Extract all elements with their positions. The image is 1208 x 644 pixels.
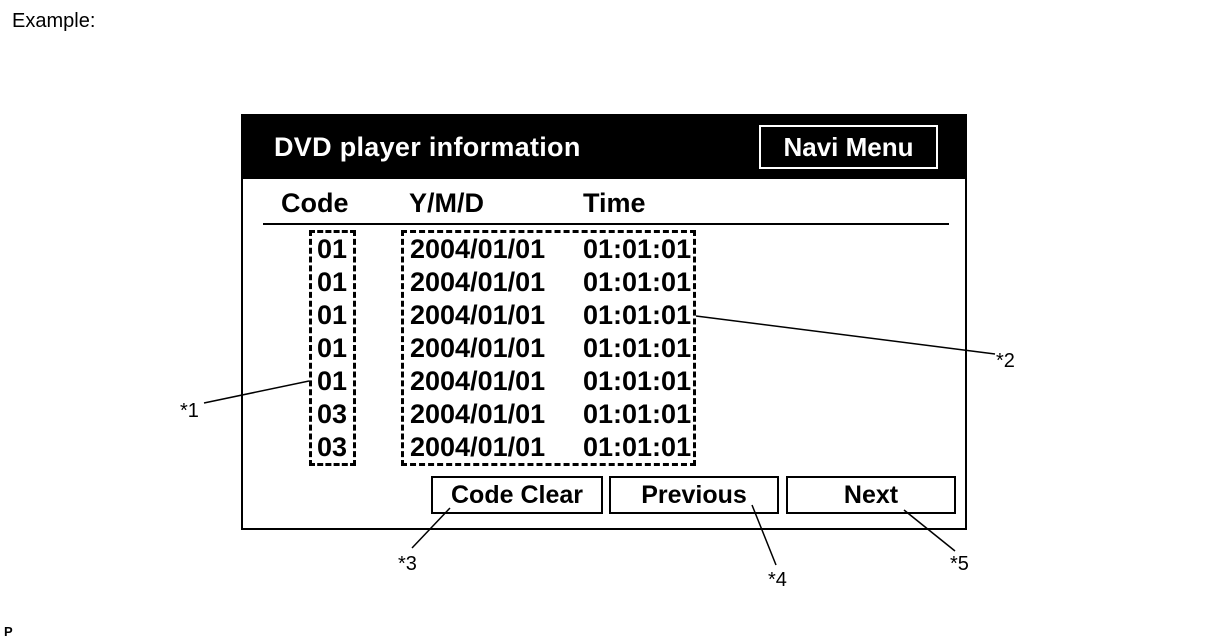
row-date: 2004/01/01 [410, 300, 546, 330]
row-date: 2004/01/01 [410, 432, 546, 462]
callout-2: *2 [996, 350, 1015, 372]
row-date: 2004/01/01 [410, 366, 546, 396]
code-clear-button[interactable]: Code Clear [431, 476, 603, 514]
row-code: 01 [317, 300, 348, 330]
screen-title: DVD player information [274, 132, 581, 162]
title-bar: DVD player information Navi Menu [243, 116, 965, 179]
row-time: 01:01:01 [583, 234, 692, 264]
header-time: Time [583, 188, 646, 218]
row-date: 2004/01/01 [410, 234, 546, 264]
header-divider [263, 223, 949, 225]
row-code: 01 [317, 267, 348, 297]
row-code: 01 [317, 366, 348, 396]
callout-1: *1 [180, 400, 199, 422]
next-button[interactable]: Next [786, 476, 956, 514]
row-code: 03 [317, 432, 348, 462]
row-code: 01 [317, 234, 348, 264]
callout-4: *4 [768, 569, 787, 591]
row-date: 2004/01/01 [410, 333, 546, 363]
row-code: 03 [317, 399, 348, 429]
header-code: Code [281, 188, 349, 218]
dvd-info-screen: DVD player information Navi Menu Code Y/… [241, 114, 967, 530]
corner-mark: P [4, 624, 13, 639]
datetime-highlight-box [401, 230, 696, 466]
row-time: 01:01:01 [583, 333, 692, 363]
row-time: 01:01:01 [583, 300, 692, 330]
row-code: 01 [317, 333, 348, 363]
caption: Example: [12, 10, 96, 32]
callout-5: *5 [950, 553, 969, 575]
code-highlight-box [309, 230, 356, 466]
previous-button[interactable]: Previous [609, 476, 779, 514]
row-date: 2004/01/01 [410, 267, 546, 297]
row-time: 01:01:01 [583, 267, 692, 297]
row-date: 2004/01/01 [410, 399, 546, 429]
callout-3: *3 [398, 553, 417, 575]
row-time: 01:01:01 [583, 399, 692, 429]
row-time: 01:01:01 [583, 432, 692, 462]
row-time: 01:01:01 [583, 366, 692, 396]
header-date: Y/M/D [409, 188, 485, 218]
navi-menu-button[interactable]: Navi Menu [759, 125, 938, 169]
